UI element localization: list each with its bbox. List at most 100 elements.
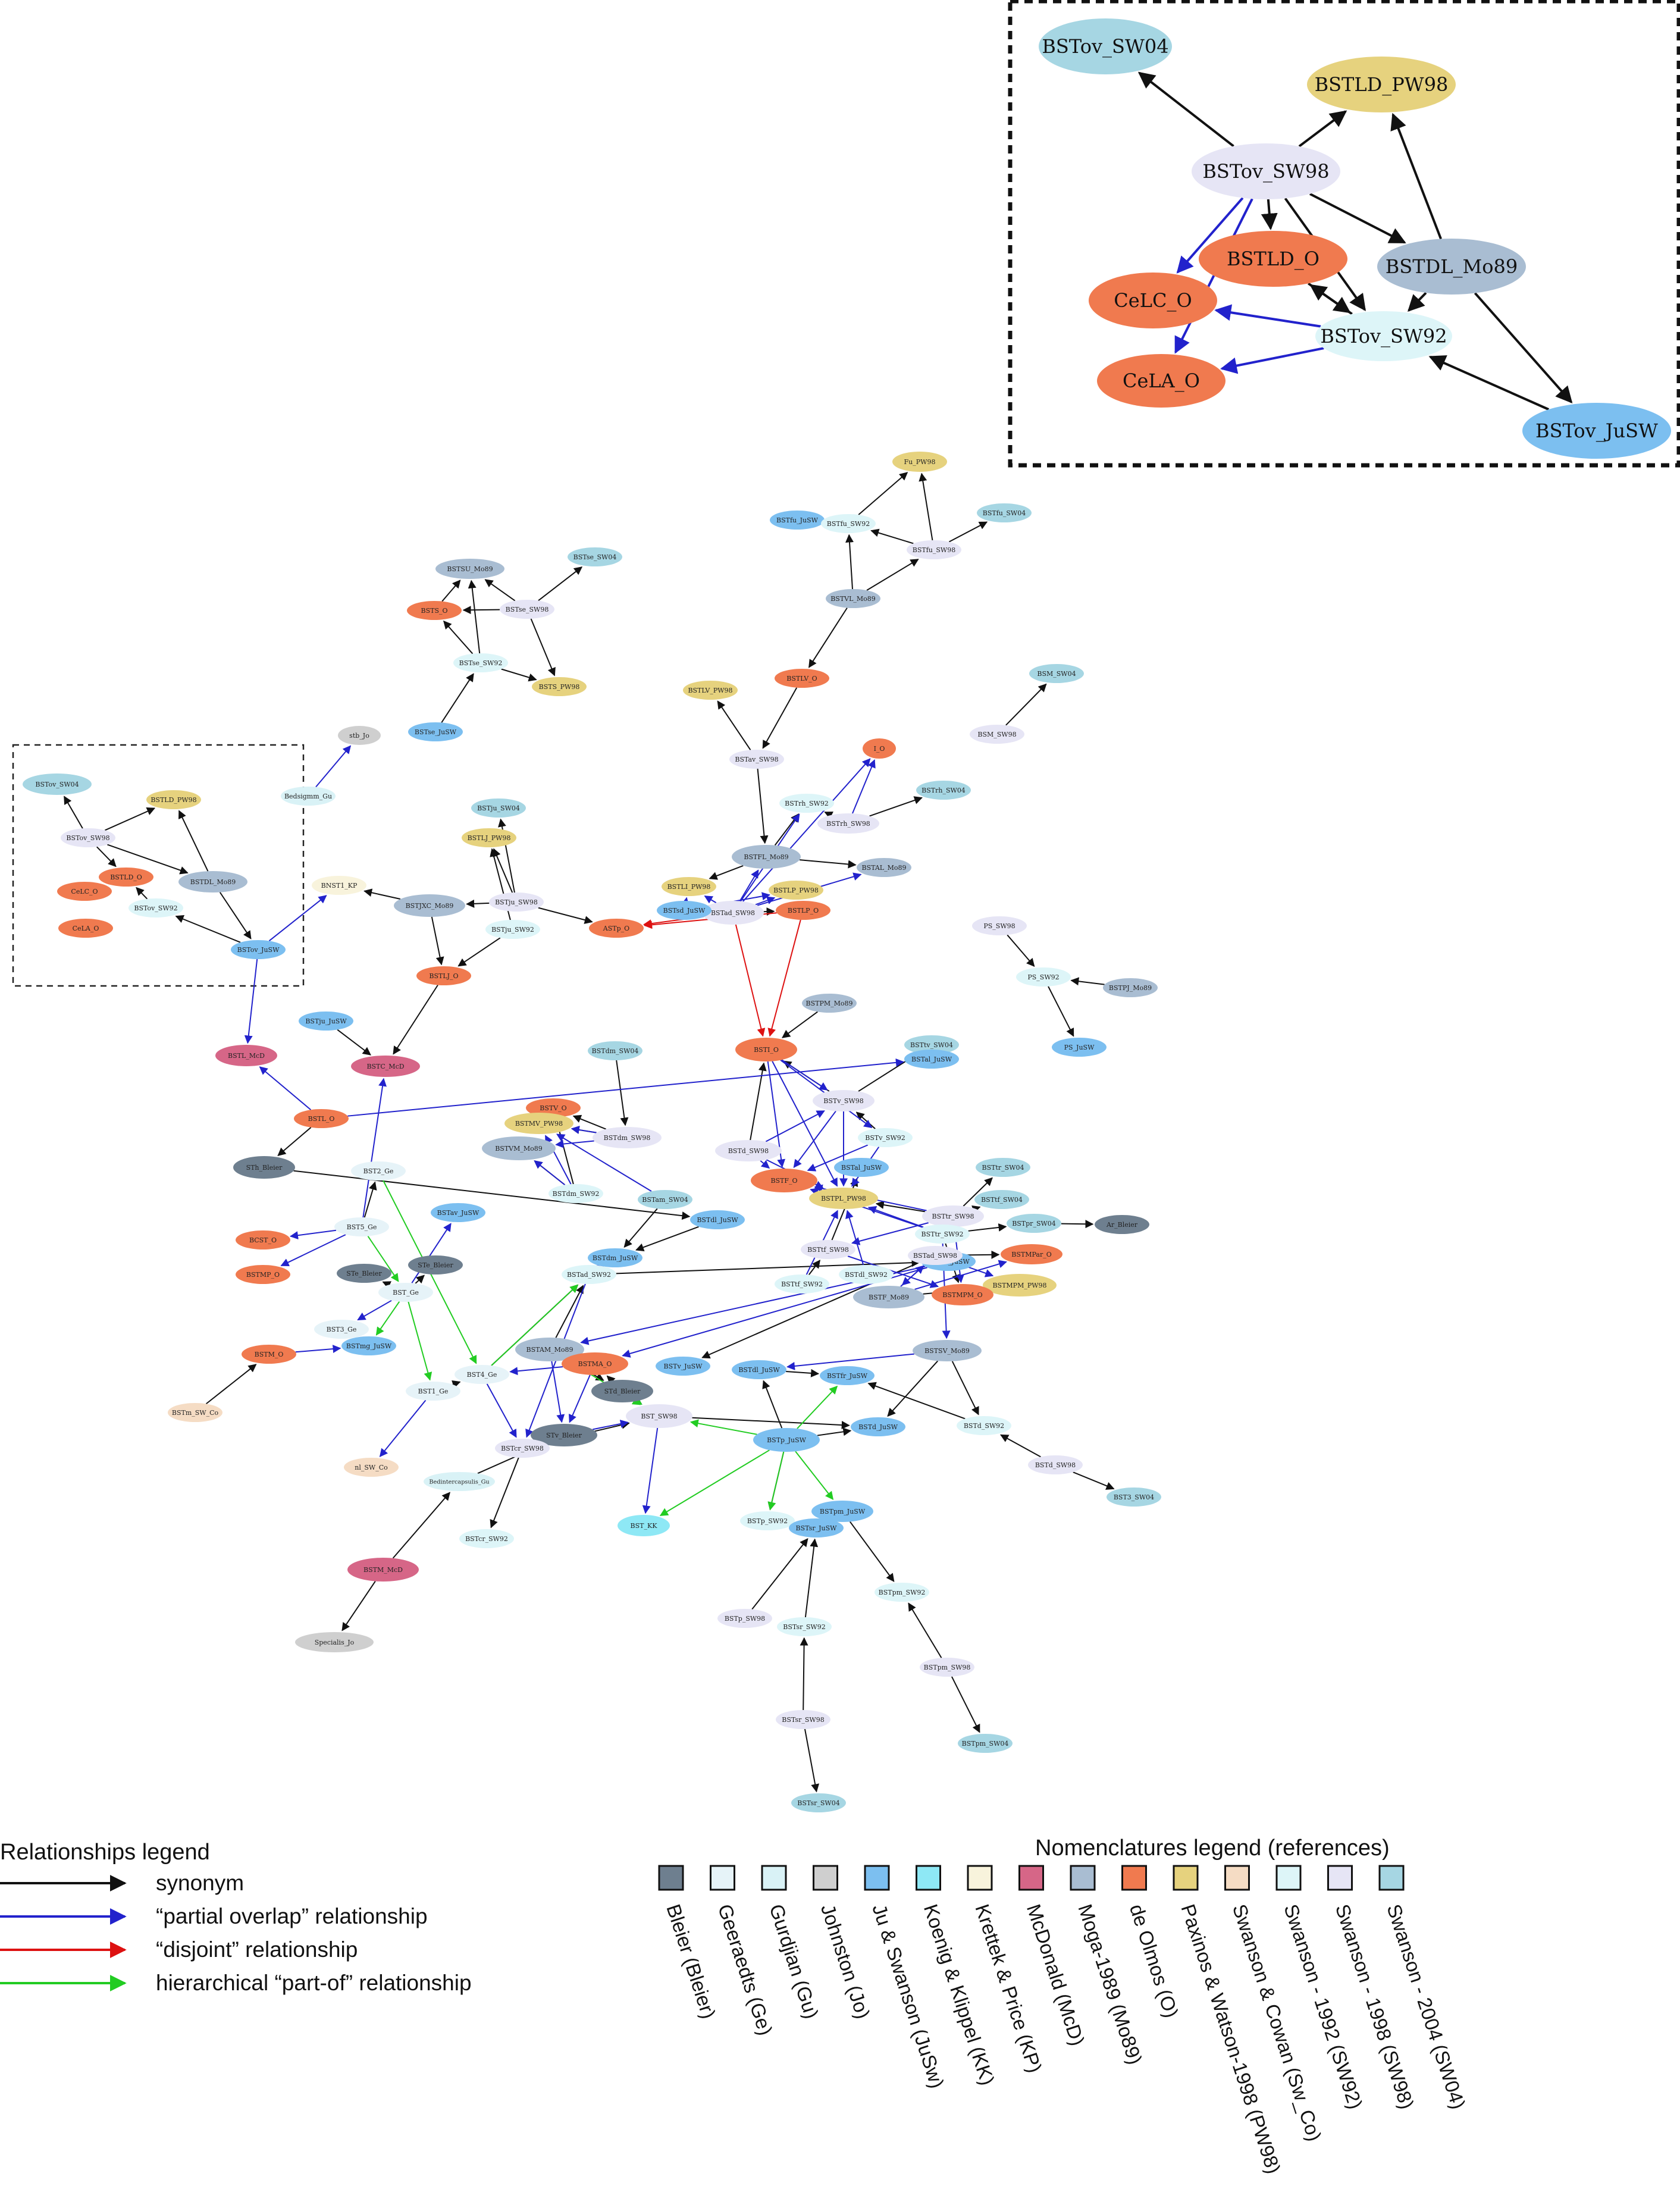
graph-node-label: BSTV_O — [540, 1104, 566, 1112]
graph-node-ellipse — [977, 503, 1032, 522]
graph-node-label: BSTFL_Mo89 — [744, 853, 788, 861]
graph-node-label: BSTsr_JuSW — [796, 1524, 838, 1532]
inset-node-ellipse — [1089, 273, 1217, 328]
graph-edge — [375, 1301, 400, 1336]
graph-edge — [681, 897, 689, 906]
graph-node-ellipse — [338, 726, 381, 745]
graph-node: BSTsr_JuSW — [789, 1518, 844, 1537]
graph-node: BSTC_McD — [351, 1056, 420, 1077]
graph-edge — [606, 1375, 616, 1385]
graph-edge — [786, 1353, 914, 1370]
graph-node-ellipse — [562, 1265, 616, 1284]
relationship-legend-item: “disjoint” relationship — [0, 1937, 358, 1962]
inset-node: BSTov_SW92 — [1315, 311, 1452, 361]
graph-edge — [337, 1029, 371, 1056]
graph-node-label: BSTL_O — [308, 1115, 335, 1123]
graph-node: BSTju_JuSW — [299, 1011, 353, 1031]
graph-node-ellipse — [813, 1090, 875, 1111]
inset-edge — [1474, 292, 1573, 403]
graph-node-label: BSTd_SW98 — [728, 1147, 769, 1155]
graph-node-label: Fu_PW98 — [904, 458, 936, 466]
graph-edge — [659, 1449, 770, 1517]
graph-edge — [742, 758, 871, 902]
graph-node-label: BSTdm_SW04 — [592, 1047, 639, 1055]
graph-edge — [850, 1521, 895, 1582]
graph-node: BSTov_SW92 — [128, 898, 183, 917]
nomenclature-color-swatch — [916, 1865, 941, 1891]
graph-node-label: BSTsr_SW92 — [783, 1623, 825, 1631]
graph-node: BSTMV_PW98 — [504, 1113, 573, 1134]
graph-node-ellipse — [853, 1286, 924, 1308]
graph-node-label: BSTcr_SW98 — [501, 1445, 544, 1452]
nomenclature-color-swatch — [1018, 1865, 1044, 1891]
graph-node-ellipse — [915, 1225, 970, 1244]
graph-node-label: BSTsr_SW04 — [797, 1799, 839, 1807]
graph-node-label: nl_SW_Co — [355, 1464, 388, 1471]
graph-edge — [491, 1284, 579, 1366]
nomenclatures-legend-title: Nomenclatures legend (references) — [1035, 1836, 1390, 1861]
graph-node-ellipse — [568, 547, 622, 566]
graph-node-ellipse — [958, 1734, 1013, 1753]
graph-node-label: BSTM_O — [255, 1351, 284, 1358]
nomenclature-color-swatch — [1121, 1865, 1147, 1891]
graph-edge — [901, 1264, 926, 1286]
graph-node-ellipse — [23, 773, 92, 795]
graph-node-label: STd_Bleier — [604, 1388, 641, 1395]
graph-node: BSTF_Mo89 — [853, 1286, 924, 1308]
graph-node-label: stb_Jo — [349, 732, 369, 740]
graph-node-label: BSTPJ_Mo89 — [1109, 984, 1152, 992]
graph-node-ellipse — [729, 750, 784, 769]
graph-node: BSTtr_SW98 — [922, 1205, 984, 1227]
graph-node-label: BSTav_SW98 — [735, 756, 778, 763]
graph-node-label: BSTLV_O — [786, 675, 817, 682]
graph-node: BSTal_JuSW — [834, 1158, 889, 1177]
graph-node: BST_KK — [618, 1515, 670, 1536]
graph-edge — [852, 759, 876, 814]
graph-edge — [551, 1361, 565, 1423]
inset-node-label: BSTDL_Mo89 — [1386, 255, 1518, 278]
graph-node: BSTSU_Mo89 — [435, 559, 504, 579]
graph-edge — [968, 1223, 1007, 1232]
graph-edge — [869, 796, 923, 817]
graph-node: BSTMA_O — [562, 1352, 628, 1375]
graph-edge — [468, 580, 481, 654]
graph-node-label: BSTtf_SW92 — [781, 1280, 823, 1288]
graph-node-label: BSTdl_JuSW — [738, 1366, 780, 1374]
graph-node: BSTp_JuSW — [753, 1428, 820, 1452]
graph-node-ellipse — [532, 677, 587, 696]
graph-node: BSTtf_SW98 — [801, 1240, 855, 1259]
graph-node-label: BSTL_McD — [228, 1052, 265, 1060]
graph-edge — [762, 687, 798, 749]
graph-node-label: BSTad_SW98 — [711, 909, 755, 917]
graph-edge — [392, 1492, 451, 1559]
graph-node: BSTsr_SW92 — [777, 1617, 832, 1636]
graph-node-ellipse — [863, 738, 896, 759]
inset-node-ellipse — [1307, 57, 1456, 112]
graph-node-label: BSTfu_SW92 — [827, 520, 870, 528]
graph-node-label: BSTAM_Mo89 — [526, 1346, 573, 1354]
graph-node-label: BSTtf_SW98 — [807, 1246, 849, 1254]
graph-node-label: BSTS_PW98 — [539, 683, 580, 691]
graph-node-label: BSTMPM_PW98 — [992, 1282, 1046, 1289]
graph-node-ellipse — [702, 901, 764, 925]
graph-node: Fu_PW98 — [892, 452, 947, 472]
graph-node-label: BSTdm_JuSW — [593, 1254, 638, 1262]
graph-node-ellipse — [662, 877, 716, 896]
graph-edge — [555, 1139, 594, 1148]
nomenclature-color-swatch — [1070, 1865, 1096, 1891]
graph-node: PS_SW92 — [1016, 967, 1071, 987]
graph-node: BSTtf_SW04 — [974, 1190, 1029, 1209]
inset-node: BSTov_SW98 — [1192, 143, 1340, 199]
relationship-legend-label: hierarchical “part-of” relationship — [156, 1971, 472, 1995]
graph-node-ellipse — [1028, 1455, 1083, 1474]
graph-node-label: BST_KK — [631, 1522, 658, 1530]
graph-node-label: BSTF_O — [770, 1177, 797, 1185]
graph-node-ellipse — [753, 1428, 820, 1452]
graph-node: BSTov_SW04 — [23, 773, 92, 795]
graph-node-label: BSTdm_SW98 — [604, 1134, 651, 1142]
graph-node-ellipse — [957, 1416, 1011, 1435]
graph-node-ellipse — [821, 514, 876, 533]
graph-node-ellipse — [406, 1382, 460, 1401]
graph-edge — [295, 1345, 341, 1354]
graph-node: BSTfr_JuSW — [820, 1366, 875, 1385]
